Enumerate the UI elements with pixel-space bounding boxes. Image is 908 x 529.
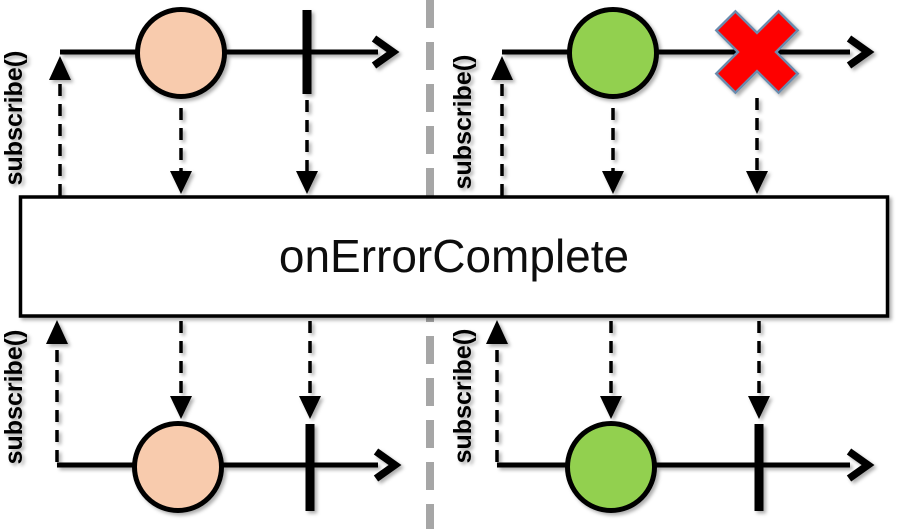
arrow-down-icon [602,171,624,194]
panel-output-left: subscribe() [0,320,402,513]
subscribe-label: subscribe() [0,330,28,465]
timeline-arrowhead-icon [371,35,400,69]
panel-source-left: subscribe() [0,7,400,196]
arrow-up-icon [46,320,68,344]
marble-next-green [567,7,659,99]
arrow-up-icon [49,56,71,80]
operator-box-group: onErrorComplete [18,195,890,318]
arrow-up-icon [491,56,513,80]
timeline-arrowhead-icon [846,448,875,482]
arrow-down-icon [746,171,768,194]
operator-box [18,195,890,318]
operator-label: onErrorComplete [279,230,629,282]
complete-bar [302,10,312,94]
marble-next-peach [132,421,224,513]
complete-bar [754,424,764,511]
timeline-arrowhead-icon [373,448,402,482]
arrow-up-icon [486,320,508,344]
panel-source-right: subscribe() [449,7,875,196]
arrow-down-icon [296,171,318,194]
subscribe-label: subscribe() [449,329,477,464]
subscribe-label: subscribe() [0,51,28,186]
arrow-down-icon [299,396,321,419]
arrow-down-icon [600,396,622,419]
timeline-arrowhead-icon [846,35,875,69]
subscribe-label: subscribe() [449,55,477,190]
panel-output-right: subscribe() [449,320,875,513]
error-x-icon [714,9,800,95]
marble-next-peach [135,7,227,99]
arrow-down-icon [170,396,192,419]
marble-next-green [565,421,657,513]
complete-bar [305,424,315,511]
arrow-down-icon [748,396,770,419]
arrow-down-icon [170,171,192,194]
